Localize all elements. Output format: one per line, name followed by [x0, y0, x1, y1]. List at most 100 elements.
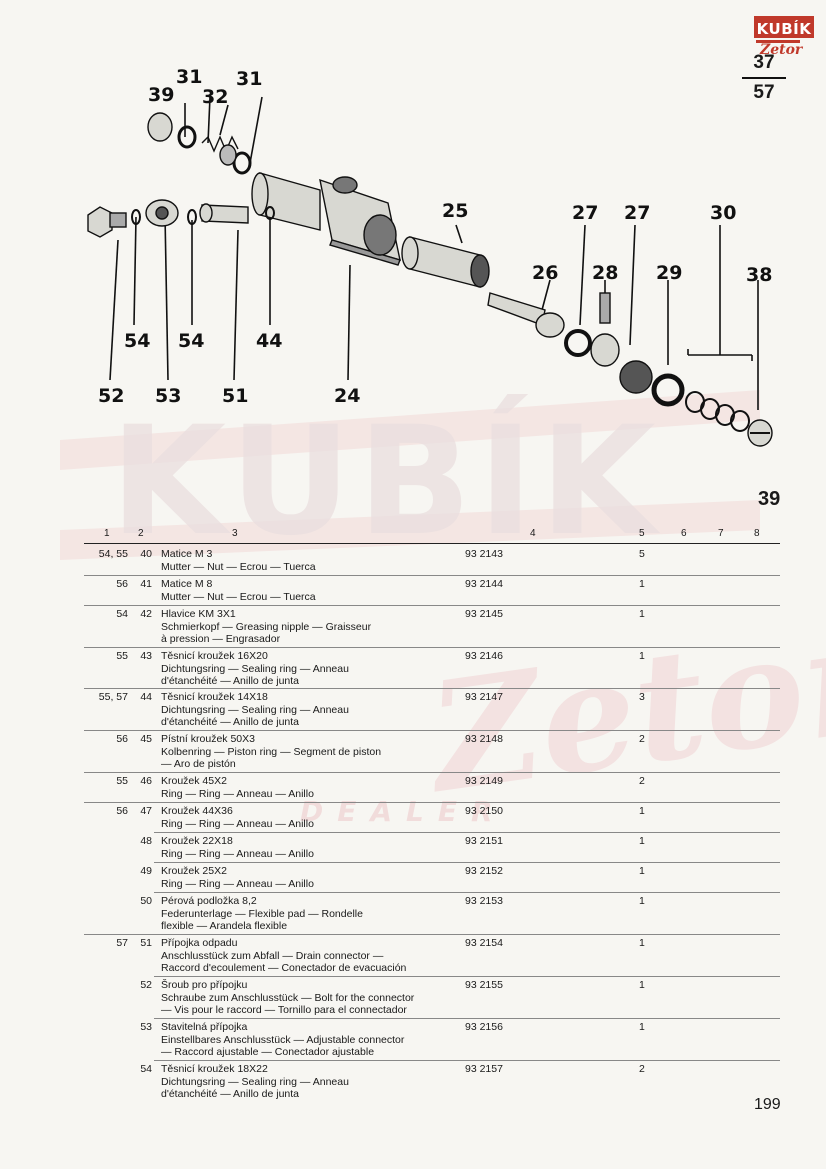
desc-line: Ring — Ring — Anneau — Anillo — [161, 787, 314, 800]
quantity: 2 — [639, 1063, 645, 1075]
col-header-4: 4 — [530, 528, 536, 539]
position: 54 — [140, 1063, 152, 1075]
desc-line: à pression — Engrasador — [161, 633, 281, 645]
part-number: 93 2157 — [465, 1063, 503, 1075]
desc-line: Stavitelná přípojka — [161, 1021, 248, 1033]
logo-script: Zetor — [760, 42, 803, 58]
position: 49 — [140, 865, 152, 877]
callout-51: 51 — [222, 385, 248, 407]
fig-ref: 56 — [116, 578, 128, 590]
callout-27-b: 27 — [624, 202, 650, 224]
position: 43 — [140, 650, 152, 662]
part-number: 93 2148 — [465, 733, 503, 745]
part-number: 93 2146 — [465, 650, 503, 662]
quantity: 1 — [639, 865, 645, 877]
logo-red-block — [754, 16, 814, 38]
row-divider — [84, 934, 780, 935]
page-ref-bottom: 57 — [753, 82, 775, 103]
description: Těsnicí kroužek 16X20 Dichtungsring — Se… — [161, 650, 461, 688]
fig-ref: 57 — [116, 937, 128, 949]
part-number: 93 2144 — [465, 578, 503, 590]
table-header: 1 2 3 4 5 6 7 8 — [84, 528, 780, 544]
description: Pérová podložka 8,2 Federunterlage — Fle… — [161, 895, 461, 933]
desc-line: d'étanchéité — Anillo de junta — [161, 675, 300, 687]
quantity: 1 — [639, 608, 645, 620]
description: Kroužek 44X36 Ring — Ring — Anneau — Ani… — [161, 805, 461, 830]
quantity: 3 — [639, 691, 645, 703]
row-divider — [154, 832, 780, 833]
quantity: 1 — [639, 895, 645, 907]
desc-line: Federunterlage — Flexible pad — Rondelle — [161, 907, 363, 920]
description: Kroužek 45X2 Ring — Ring — Anneau — Anil… — [161, 775, 461, 800]
position: 51 — [140, 937, 152, 949]
callout-54-a: 54 — [124, 330, 150, 352]
position: 42 — [140, 608, 152, 620]
desc-line: Dichtungsring — Sealing ring — Anneau — [161, 662, 349, 675]
fig-ref: 55 — [116, 650, 128, 662]
desc-line: Ring — Ring — Anneau — Anillo — [161, 877, 314, 890]
part-number: 93 2147 — [465, 691, 503, 703]
position: 41 — [140, 578, 152, 590]
row-divider — [84, 575, 780, 576]
fig-ref: 56 — [116, 733, 128, 745]
desc-line: Kroužek 22X18 — [161, 835, 233, 847]
quantity: 2 — [639, 733, 645, 745]
row-divider — [84, 647, 780, 648]
row-divider — [84, 772, 780, 773]
desc-line: Schmierkopf — Greasing nipple — Graisseu… — [161, 620, 372, 633]
part-number: 93 2151 — [465, 835, 503, 847]
callout-38: 38 — [746, 264, 772, 286]
desc-line: Kroužek 45X2 — [161, 775, 227, 787]
part-number: 93 2145 — [465, 608, 503, 620]
desc-line: — Vis pour le raccord — Tornillo para el… — [161, 1004, 407, 1016]
fig-ref: 55 — [116, 775, 128, 787]
callout-27-a: 27 — [572, 202, 598, 224]
description: Stavitelná přípojka Einstellbares Anschl… — [161, 1021, 461, 1059]
fig-ref: 56 — [116, 805, 128, 817]
callout-44: 44 — [256, 330, 282, 352]
row-divider — [154, 862, 780, 863]
position: 44 — [140, 691, 152, 703]
description: Přípojka odpadu Anschlusstück zum Abfall… — [161, 937, 461, 975]
callout-25: 25 — [442, 200, 468, 222]
part-number: 93 2153 — [465, 895, 503, 907]
description: Hlavice KM 3X1 Schmierkopf — Greasing ni… — [161, 608, 461, 646]
desc-line: Dichtungsring — Sealing ring — Anneau — [161, 1075, 349, 1088]
row-divider — [154, 976, 780, 977]
desc-line: Kroužek 25X2 — [161, 865, 227, 877]
callout-31-b: 31 — [236, 68, 262, 90]
part-number: 93 2143 — [465, 548, 503, 560]
callout-29: 29 — [656, 262, 682, 284]
quantity: 5 — [639, 548, 645, 560]
figure-number: 39 — [758, 488, 781, 510]
row-divider — [84, 688, 780, 689]
part-number: 93 2149 — [465, 775, 503, 787]
position: 45 — [140, 733, 152, 745]
desc-line: Ring — Ring — Anneau — Anillo — [161, 847, 314, 860]
part-number: 93 2155 — [465, 979, 503, 991]
description: Těsnicí kroužek 18X22 Dichtungsring — Se… — [161, 1063, 461, 1101]
desc-line: Mutter — Nut — Ecrou — Tuerca — [161, 590, 316, 603]
header-rule — [84, 543, 780, 544]
callout-39: 39 — [148, 84, 174, 106]
description: Matice M 8 Mutter — Nut — Ecrou — Tuerca — [161, 578, 461, 603]
quantity: 1 — [639, 1021, 645, 1033]
callout-28: 28 — [592, 262, 618, 284]
desc-line: Pérová podložka 8,2 — [161, 895, 257, 907]
row-divider — [154, 1018, 780, 1019]
row-divider — [154, 892, 780, 893]
description: Kroužek 22X18 Ring — Ring — Anneau — Ani… — [161, 835, 461, 860]
brand-logo: KUBÍK Zetor — [754, 16, 814, 62]
desc-line: Hlavice KM 3X1 — [161, 608, 236, 620]
part-number: 93 2152 — [465, 865, 503, 877]
fraction-line — [742, 77, 786, 79]
fig-ref: 54, 55 — [98, 548, 128, 560]
callout-30: 30 — [710, 202, 736, 224]
row-divider — [84, 730, 780, 731]
position: 50 — [140, 895, 152, 907]
col-header-6: 6 — [681, 528, 687, 539]
page-reference: 37 57 — [742, 50, 786, 106]
desc-line: Přípojka odpadu — [161, 937, 238, 949]
callout-54-b: 54 — [178, 330, 204, 352]
row-divider — [154, 1060, 780, 1061]
